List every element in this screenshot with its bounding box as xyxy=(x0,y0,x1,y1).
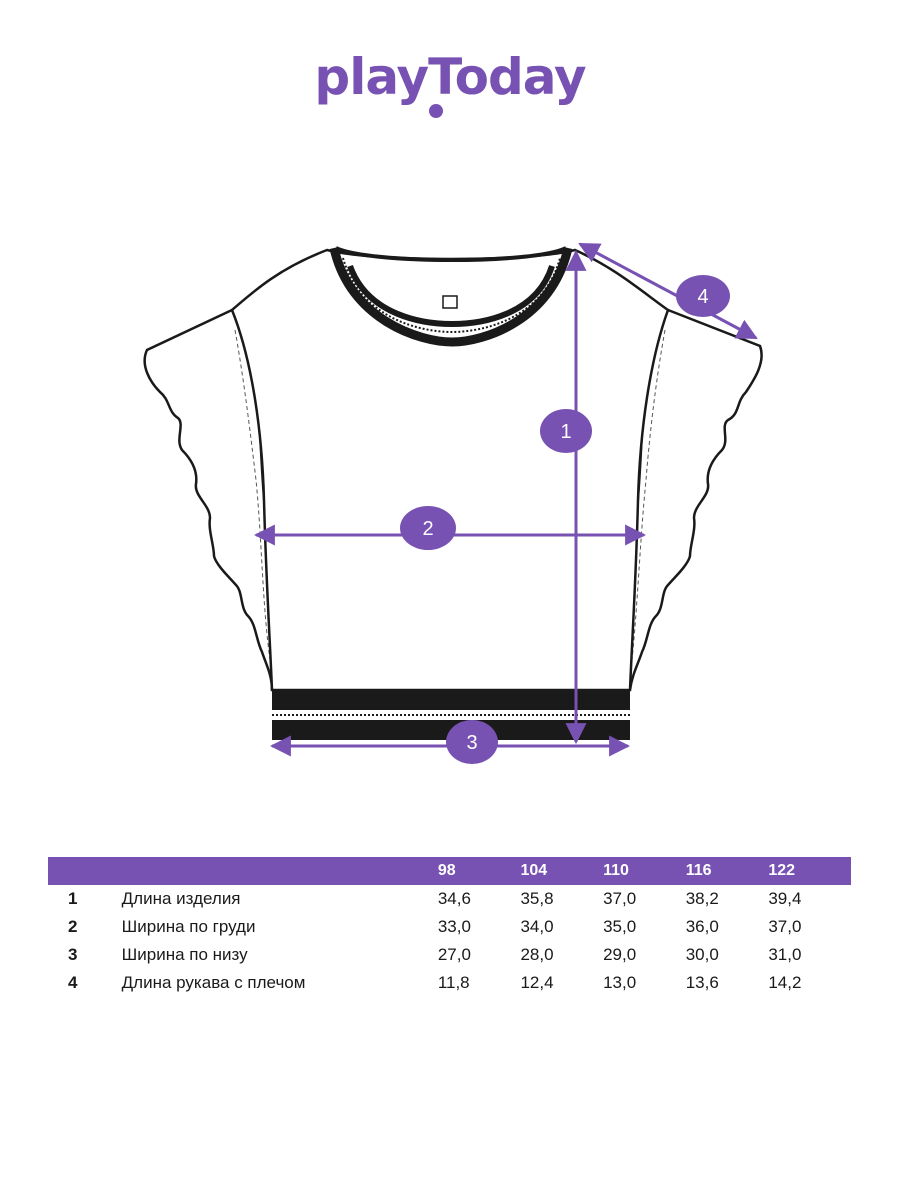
size-header-110: 110 xyxy=(603,862,629,879)
marker-label-4: 4 xyxy=(697,286,708,308)
row-number: 1 xyxy=(68,889,78,908)
marker-label-1: 1 xyxy=(560,421,571,443)
row-value: 33,0 xyxy=(437,917,471,936)
brand-logo-text: playToday xyxy=(314,48,586,106)
garment-diagram: 1 2 3 4 xyxy=(143,242,763,764)
header-blank-num xyxy=(48,857,122,885)
size-header-row: 98 104 110 116 122 xyxy=(48,857,851,885)
row-value: 38,2 xyxy=(685,889,719,908)
table-row: 3 Ширина по низу 27,0 28,0 29,0 30,0 31,… xyxy=(48,941,851,969)
row-value: 13,6 xyxy=(685,973,719,992)
row-value: 39,4 xyxy=(768,889,802,908)
row-measure-name: Длина рукава с плечом xyxy=(121,973,306,992)
row-value: 31,0 xyxy=(768,945,802,964)
marker-badge-1: 1 xyxy=(540,409,592,453)
brand-logo-dot xyxy=(429,104,443,118)
row-measure-name: Ширина по груди xyxy=(121,917,256,936)
row-value: 34,0 xyxy=(520,917,554,936)
row-value: 36,0 xyxy=(685,917,719,936)
marker-label-3: 3 xyxy=(466,732,477,754)
collar-rib-inner xyxy=(347,264,555,328)
table-row: 1 Длина изделия 34,6 35,8 37,0 38,2 39,4 xyxy=(48,885,851,913)
table-row: 2 Ширина по груди 33,0 34,0 35,0 36,0 37… xyxy=(48,913,851,941)
size-header-122: 122 xyxy=(768,862,796,879)
row-value: 13,0 xyxy=(603,973,637,992)
marker-badge-4: 4 xyxy=(676,275,730,317)
row-value: 27,0 xyxy=(437,945,471,964)
row-value: 35,0 xyxy=(603,917,637,936)
brand-logo: playToday xyxy=(0,48,900,106)
row-value: 34,6 xyxy=(437,889,471,908)
marker-label-2: 2 xyxy=(422,518,433,540)
header-blank-name xyxy=(122,857,438,885)
row-value: 28,0 xyxy=(520,945,554,964)
size-header-98: 98 xyxy=(437,862,456,879)
row-value: 29,0 xyxy=(603,945,637,964)
collar-label-tag xyxy=(442,295,458,309)
row-measure-name: Длина изделия xyxy=(121,889,241,908)
row-value: 12,4 xyxy=(520,973,554,992)
row-value: 30,0 xyxy=(685,945,719,964)
row-number: 3 xyxy=(68,945,78,964)
table-row: 4 Длина рукава с плечом 11,8 12,4 13,0 1… xyxy=(48,969,851,997)
shirt-body xyxy=(230,248,670,692)
row-number: 2 xyxy=(68,917,78,936)
size-header-116: 116 xyxy=(685,862,712,879)
row-value: 35,8 xyxy=(520,889,554,908)
hem-rib-stripe xyxy=(272,710,630,720)
row-value: 37,0 xyxy=(768,917,802,936)
marker-badge-2: 2 xyxy=(400,506,456,550)
row-number: 4 xyxy=(68,973,78,992)
collar-rib-outer xyxy=(329,246,573,347)
row-value: 11,8 xyxy=(437,973,470,992)
size-header-104: 104 xyxy=(520,862,548,879)
collar-back-line xyxy=(335,246,567,262)
row-value: 14,2 xyxy=(768,973,802,992)
row-value: 37,0 xyxy=(603,889,637,908)
size-chart-table: 98 104 110 116 122 1 Длина изделия 34,6 … xyxy=(48,857,851,997)
collar-rib-stripe xyxy=(342,257,561,334)
marker-badge-3: 3 xyxy=(446,720,498,764)
measure-line-sleeve xyxy=(578,242,758,340)
row-measure-name: Ширина по низу xyxy=(121,945,248,964)
